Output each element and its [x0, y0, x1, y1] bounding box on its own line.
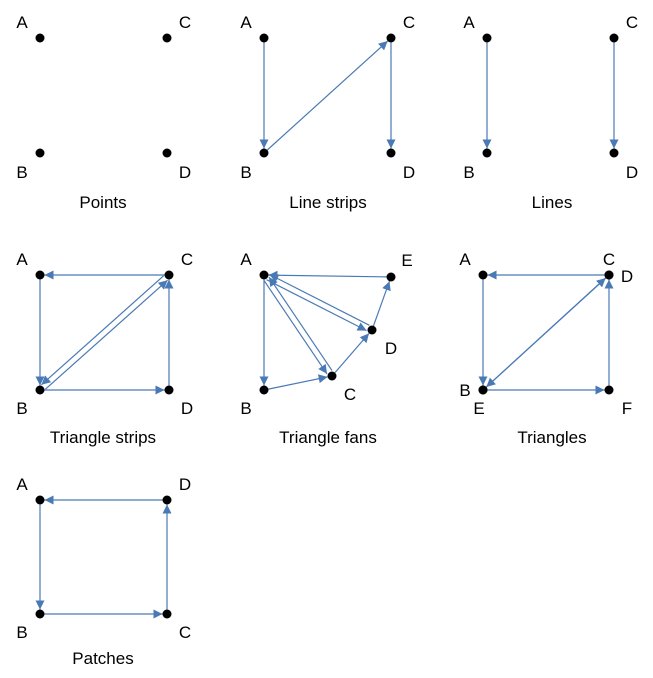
- vertex-label-a: A: [240, 250, 252, 269]
- vertex-a: [35, 270, 45, 280]
- vertex-label-a: A: [16, 250, 28, 269]
- vertex-a: [482, 33, 492, 43]
- vertex-label-d: D: [403, 163, 415, 182]
- vertex-c: [162, 33, 172, 43]
- edge-c-to-d: [334, 333, 370, 373]
- vertex-label-b: B: [16, 623, 27, 642]
- panel-title: Lines: [532, 193, 573, 212]
- edge-d-to-e: [485, 277, 607, 388]
- vertex-a: [478, 270, 488, 280]
- vertex-label-f: F: [622, 399, 632, 418]
- edge-c-to-b: [41, 275, 164, 386]
- panel-triangle-strips: A C B D Triangle strips: [16, 250, 193, 447]
- vertex-d: [386, 148, 396, 158]
- panel-line-strips: A C B D Line strips: [240, 13, 415, 212]
- vertex-label-a: A: [16, 475, 28, 494]
- vertex-label-c: C: [603, 250, 615, 269]
- vertex-label-d: D: [179, 163, 191, 182]
- vertex-label-c: C: [403, 13, 415, 32]
- panel-title: Triangle strips: [50, 428, 156, 447]
- edge-c-to-a: [268, 276, 333, 371]
- vertex-label-b: B: [16, 399, 27, 418]
- vertex-label-a: A: [240, 13, 252, 32]
- vertex-label-b: B: [240, 163, 251, 182]
- vertex-a: [35, 495, 45, 505]
- vertex-label-e: E: [473, 399, 484, 418]
- panel-title: Line strips: [289, 193, 366, 212]
- vertex-label-b: B: [463, 163, 474, 182]
- panel-title: Triangle fans: [279, 428, 377, 447]
- vertex-b: [259, 385, 269, 395]
- vertex-label-d: D: [385, 339, 397, 358]
- vertex-b: [35, 148, 45, 158]
- vertex-label-c: C: [181, 250, 193, 269]
- edge-b-to-c: [268, 374, 328, 390]
- vertex-label-d: D: [621, 267, 633, 286]
- vertex-label-a: A: [463, 13, 475, 32]
- edge-a-to-c: [263, 280, 328, 375]
- vertex-label-b: B: [16, 163, 27, 182]
- vertex-b: [482, 148, 492, 158]
- vertex-d: [164, 385, 174, 395]
- vertex-c: [164, 270, 174, 280]
- vertex-d: [162, 495, 172, 505]
- vertex-label-b: B: [459, 381, 470, 400]
- panel-title: Patches: [72, 649, 133, 668]
- panel-title: Triangles: [517, 428, 586, 447]
- vertex-c: [386, 33, 396, 43]
- vertex-label-c: C: [626, 13, 638, 32]
- vertex-e: [478, 385, 488, 395]
- vertex-c: [162, 609, 172, 619]
- edge-b-to-c: [45, 279, 168, 390]
- vertex-d: [609, 148, 619, 158]
- panel-lines: A C B D Lines: [463, 13, 638, 212]
- edge-e-to-a: [268, 270, 387, 280]
- vertex-label-a: A: [16, 13, 28, 32]
- vertex-label-e: E: [401, 251, 412, 270]
- vertex-label-d: D: [626, 163, 638, 182]
- vertex-label-d: D: [179, 475, 191, 494]
- edge-d-to-e: [372, 280, 391, 327]
- edge-b-to-c: [266, 40, 389, 151]
- vertex-d: [367, 325, 377, 335]
- vertex-a: [259, 270, 269, 280]
- vertex-e: [386, 272, 396, 282]
- vertex-b: [35, 385, 45, 395]
- vertex-a: [35, 33, 45, 43]
- vertex-label-b: B: [240, 399, 251, 418]
- vertex-a: [259, 33, 269, 43]
- vertex-c: [609, 33, 619, 43]
- vertex-label-c: C: [344, 385, 356, 404]
- panel-triangles: A CD BE F Triangles: [459, 250, 633, 447]
- vertex-label-d: D: [181, 399, 193, 418]
- edge-d-to-a: [269, 273, 370, 326]
- vertex-label-c: C: [179, 623, 191, 642]
- vertex-b: [35, 609, 45, 619]
- vertex-c: [327, 371, 337, 381]
- vertex-label-c: C: [179, 13, 191, 32]
- panel-triangle-fans: A E D B C Triangle fans: [240, 250, 412, 447]
- panel-points: A C B D Points: [16, 13, 191, 212]
- vertex-f: [604, 385, 614, 395]
- edge-a-to-d: [266, 279, 367, 332]
- vertex-b: [259, 148, 269, 158]
- panel-title: Points: [79, 193, 126, 212]
- vertex-d: [604, 270, 614, 280]
- vertex-label-a: A: [459, 250, 471, 269]
- panel-patches: A D B C Patches: [16, 475, 191, 668]
- vertex-d: [162, 148, 172, 158]
